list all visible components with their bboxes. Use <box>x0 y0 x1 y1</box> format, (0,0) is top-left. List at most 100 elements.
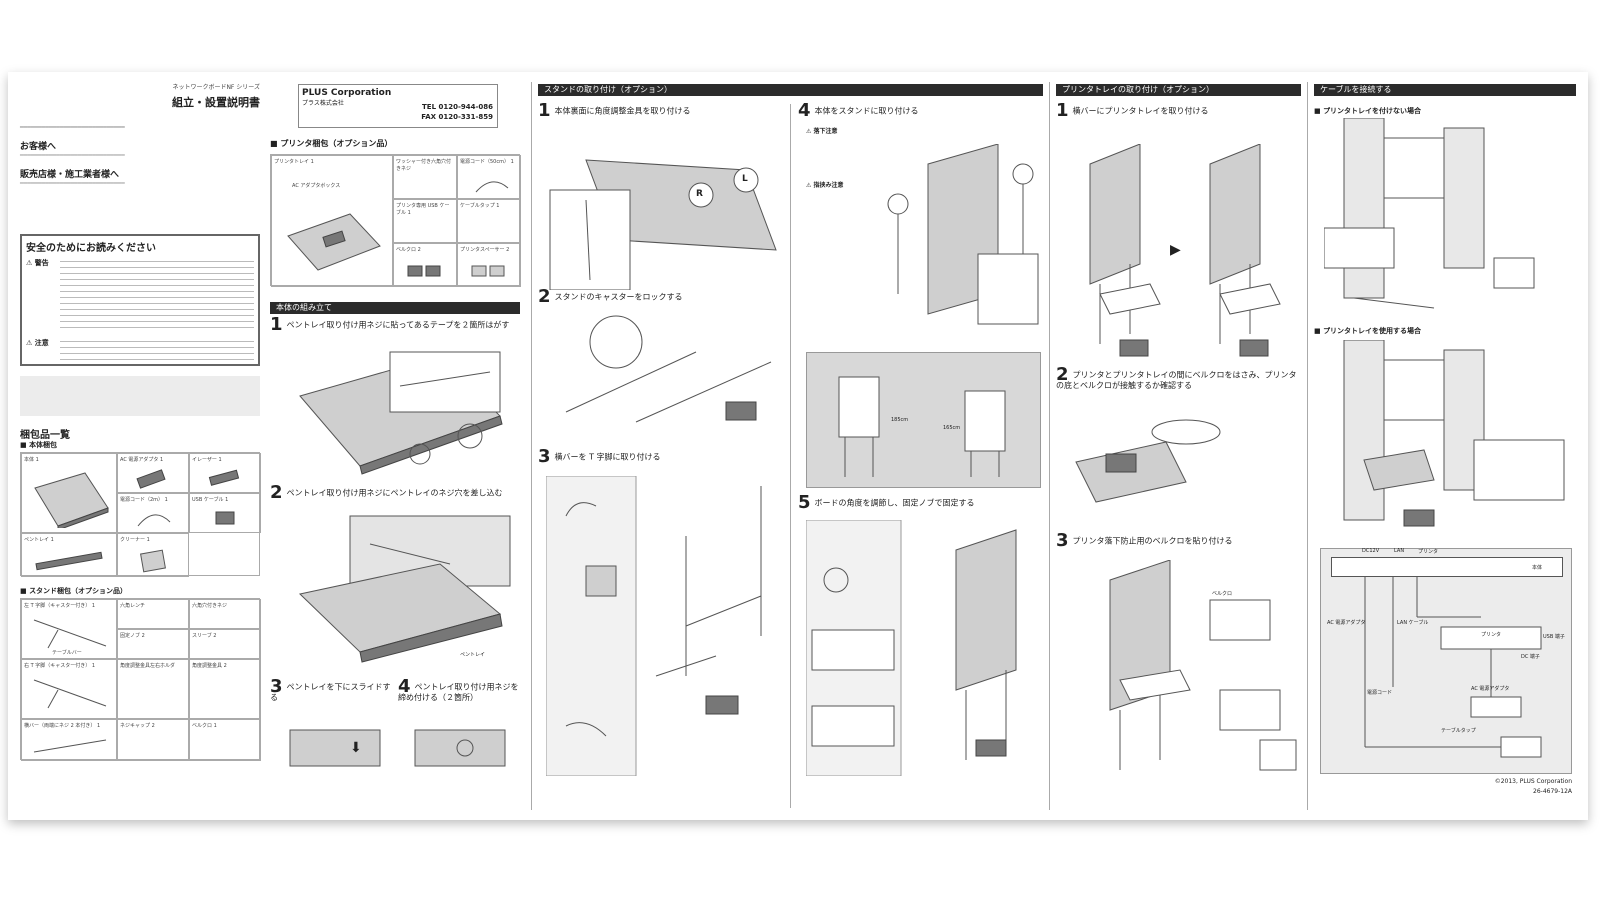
fall-caution: ⚠ 落下注意 <box>806 128 838 135</box>
item-eraser: イレーザー 1 <box>189 453 261 493</box>
warning-text <box>60 256 254 332</box>
company-box: PLUS Corporation プラス株式会社 TEL 0120-944-08… <box>298 84 498 128</box>
height-165: 165cm <box>943 425 961 431</box>
stand-package-heading: ■ スタンド梱包（オプション品） <box>20 587 128 595</box>
pinch-caution: ⚠ 指挟み注意 <box>806 182 844 189</box>
item-cleaner: クリーナー 1 <box>117 533 189 577</box>
item-printer-tray: プリンタトレイ 1 AC アダプタボックス <box>271 155 393 287</box>
figure-cable-no-tray <box>1323 117 1572 318</box>
main-package-heading: ■ 本体梱包 <box>20 441 58 449</box>
caution-text <box>60 336 254 362</box>
item-angle-bracket: 角度調整金具 2 <box>189 659 261 719</box>
item-printer-spacer: プリンタスペーサー 2 <box>457 243 521 287</box>
item-printer-usb: プリンタ専用 USB ケーブル 1 <box>393 199 457 243</box>
to-dealer-heading: 販売店様・施工業者様へ <box>20 170 120 180</box>
customer-text: ━━━━━━━━━━━━━━━━━━━━━━━━━━━━━ <box>20 152 125 159</box>
package-list-heading: 梱包品一覧 <box>20 430 70 441</box>
item-fix-knob: 固定ノブ 2 <box>117 629 189 659</box>
item-velcro: ベルクロ 1 <box>189 719 261 761</box>
warning-label: ⚠ 警告 <box>26 259 49 267</box>
stand-section-header: スタンドの取り付け（オプション） <box>538 84 1043 96</box>
figure-cable-with-tray <box>1324 339 1572 540</box>
caution-label: ⚠ 注意 <box>26 339 49 347</box>
figure-cross-bar <box>545 475 781 777</box>
figure-tighten <box>405 720 515 770</box>
doc-code: 26-4679-12A <box>1533 788 1572 795</box>
instruction-sheet: ネットワークボードNF シリーズ 組立・設置説明書 ━━━━━━━━━━━━━━… <box>8 72 1588 820</box>
column-intro: ネットワークボードNF シリーズ 組立・設置説明書 ━━━━━━━━━━━━━━… <box>20 84 261 808</box>
main-package-grid: 本体 1 AC 電源アダプタ 1 イレーザー 1 電源コード（2m） 1 USB… <box>20 452 261 577</box>
svg-text:⬇: ⬇ <box>350 740 362 756</box>
case-with-tray-heading: ■ プリンタトレイを使用する場合 <box>1314 327 1422 335</box>
item-printer-velcro: ベルクロ 2 <box>393 243 457 287</box>
intro-text: ━━━━━━━━━━━━━━━━━━━━━━━━━━━━━ <box>20 124 125 131</box>
figure-mount-board <box>828 143 1043 334</box>
connection-diagram: DC12V LAN プリンタ 本体 AC 電源アダプタ LAN ケーブル プリン… <box>1320 548 1572 774</box>
figure-slide-down: ⬇ <box>280 720 390 770</box>
column-divider <box>531 82 532 810</box>
column-assembly: PLUS Corporation プラス株式会社 TEL 0120-944-08… <box>270 84 525 808</box>
item-cable-tap: ケーブルタップ 1 <box>457 199 521 243</box>
assembly-section-header: 本体の組み立て <box>270 302 520 314</box>
company-ja: プラス株式会社 <box>302 100 344 107</box>
tel-number: TEL 0120-944-086 <box>422 103 493 111</box>
height-185: 185cm <box>891 417 909 423</box>
figure-velcro-attach: ベルクロ <box>1060 559 1300 776</box>
safety-title: 安全のためにお読みください <box>26 243 156 254</box>
item-usb-cable: USB ケーブル 1 <box>189 493 261 533</box>
figure-pen-tray-insert: ペントレイ <box>290 514 515 664</box>
height-diagram: 185cm 165cm <box>806 352 1041 488</box>
item-pen-tray: ペントレイ 1 <box>21 533 117 577</box>
stand-package-grid: 左 T 字脚（キャスター付き） 1 テーブルバー 六角レンチ 六角穴付きネジ 固… <box>20 598 261 761</box>
note-box <box>20 376 260 416</box>
velcro-label: ベルクロ <box>1212 591 1233 597</box>
item-hex-wrench: 六角レンチ <box>117 599 189 629</box>
column-divider-3 <box>1307 82 1308 810</box>
item-cross-bar: 横バー（両端にネジ 2 本付き） 1 <box>21 719 117 761</box>
item-washer-screw: ワッシャー付き六角穴付きネジ <box>393 155 457 199</box>
printer-tray-section-header: プリンタトレイの取り付け（オプション） <box>1056 84 1301 96</box>
figure-pen-tray-tape <box>290 346 515 476</box>
figure-adjust-angle <box>805 519 1041 777</box>
item-hex-screw: 六角穴付きネジ <box>189 599 261 629</box>
column-cables: ケーブルを接続する ■ プリンタトレイを付けない場合 ■ プリンタトレイを使用す… <box>1314 84 1576 808</box>
item-left-t-leg: 左 T 字脚（キャスター付き） 1 テーブルバー <box>21 599 117 659</box>
printer-package-heading: ■ プリンタ梱包（オプション品） <box>270 139 393 148</box>
figure-velcro-check <box>1066 402 1296 522</box>
item-ac-adapter: AC 電源アダプタ 1 <box>117 453 189 493</box>
label-l: L <box>742 174 748 184</box>
item-power-cord: 電源コード（2m） 1 <box>117 493 189 533</box>
printer-package-grid: プリンタトレイ 1 AC アダプタボックス ワッシャー付き六角穴付きネジ 電源コ… <box>270 154 521 287</box>
series-name: ネットワークボードNF シリーズ <box>172 84 260 91</box>
svg-text:▶: ▶ <box>1170 242 1181 258</box>
figure-tray-attach: ▶ <box>1060 143 1300 364</box>
case-no-tray-heading: ■ プリンタトレイを付けない場合 <box>1314 107 1422 115</box>
safety-box: 安全のためにお読みください ⚠ 警告 ⚠ 注意 <box>20 234 260 366</box>
company-en: PLUS Corporation <box>302 88 392 98</box>
item-screw-cap: ネジキャップ 2 <box>117 719 189 761</box>
diagram-board: DC12V LAN プリンタ 本体 <box>1331 548 1563 577</box>
column-divider-2 <box>1049 82 1050 810</box>
copyright: ©2013, PLUS Corporation <box>1494 778 1572 785</box>
item-printer-power-cord: 電源コード（50cm） 1 <box>457 155 521 199</box>
figure-caster-lock <box>546 312 781 432</box>
stand-inner-divider <box>790 104 791 808</box>
figure-angle-bracket: R L <box>546 140 781 291</box>
to-customer-heading: お客様へ <box>20 142 57 152</box>
cable-section-header: ケーブルを接続する <box>1314 84 1576 96</box>
item-right-t-leg: 右 T 字脚（キャスター付き） 1 <box>21 659 117 719</box>
